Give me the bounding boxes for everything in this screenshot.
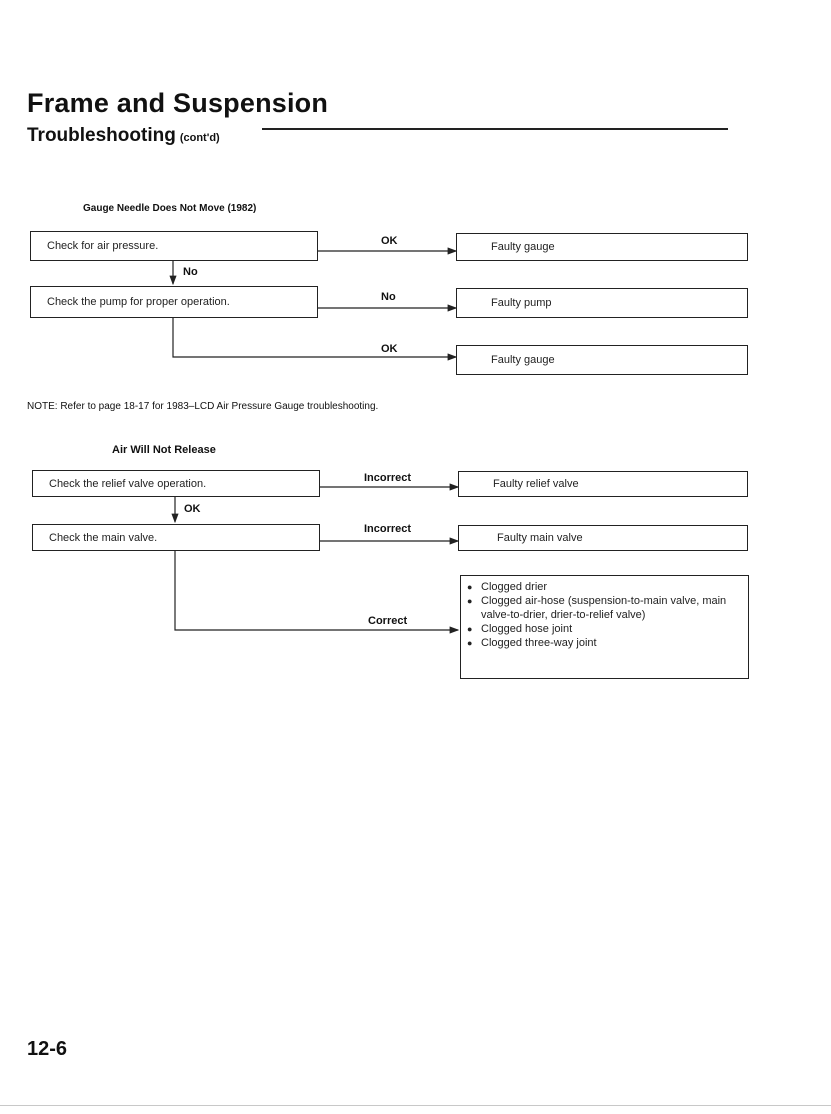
result-text: Faulty gauge — [491, 354, 555, 366]
step-check-main-valve: Check the main valve. — [32, 524, 320, 551]
page-number: 12-6 — [27, 1038, 68, 1060]
result-faulty-relief-valve: Faulty relief valve — [458, 471, 748, 497]
label-correct: Correct — [368, 615, 408, 627]
step-text: Check the relief valve operation. — [49, 477, 207, 490]
causes-list: Clogged drier Clogged air-hose (suspensi… — [461, 576, 748, 650]
list-item: Clogged air-hose (suspension-to-main val… — [467, 594, 742, 622]
step-text: Check for air pressure. — [47, 240, 159, 252]
label-no: No — [381, 291, 396, 303]
page-bottom-edge — [0, 1105, 831, 1106]
section-heading: Troubleshooting(cont'd) — [27, 125, 220, 147]
result-faulty-pump: Faulty pump — [456, 288, 748, 318]
result-text: Faulty main valve — [497, 532, 583, 544]
arrow-ok-2 — [172, 318, 458, 361]
flowchart-title-gauge: Gauge Needle Does Not Move (1982) — [83, 203, 257, 214]
step-check-air-pressure: Check for air pressure. — [30, 231, 318, 261]
heading-rule — [262, 128, 728, 130]
label-ok: OK — [381, 343, 398, 355]
label-no: No — [183, 266, 198, 278]
step-check-relief-valve: Check the relief valve operation. — [32, 470, 320, 497]
flowchart-title-air: Air Will Not Release — [112, 444, 216, 456]
result-faulty-gauge: Faulty gauge — [456, 345, 748, 375]
continued-label: (cont'd) — [179, 132, 220, 144]
step-text: Check the pump for proper operation. — [47, 296, 230, 308]
page-title: Frame and Suspension — [27, 88, 329, 118]
label-incorrect: Incorrect — [364, 523, 412, 535]
list-item: Clogged hose joint — [467, 622, 742, 636]
step-text: Check the main valve. — [49, 531, 158, 544]
list-item: Clogged drier — [467, 580, 742, 594]
result-faulty-main-valve: Faulty main valve — [458, 525, 748, 551]
result-faulty-gauge: Faulty gauge — [456, 233, 748, 261]
result-text: Faulty gauge — [491, 241, 555, 253]
section-heading-text: Troubleshooting — [27, 125, 176, 146]
arrow-correct — [174, 551, 460, 634]
result-clogged-causes: Clogged drier Clogged air-hose (suspensi… — [460, 575, 749, 679]
result-text: Faulty pump — [491, 297, 552, 309]
result-text: Faulty relief valve — [493, 478, 579, 490]
label-ok: OK — [184, 503, 201, 515]
label-incorrect: Incorrect — [364, 472, 412, 484]
note-text: NOTE: Refer to page 18-17 for 1983–LCD A… — [27, 401, 379, 412]
list-item: Clogged three-way joint — [467, 636, 742, 650]
label-ok: OK — [381, 235, 398, 247]
step-check-pump: Check the pump for proper operation. — [30, 286, 318, 318]
